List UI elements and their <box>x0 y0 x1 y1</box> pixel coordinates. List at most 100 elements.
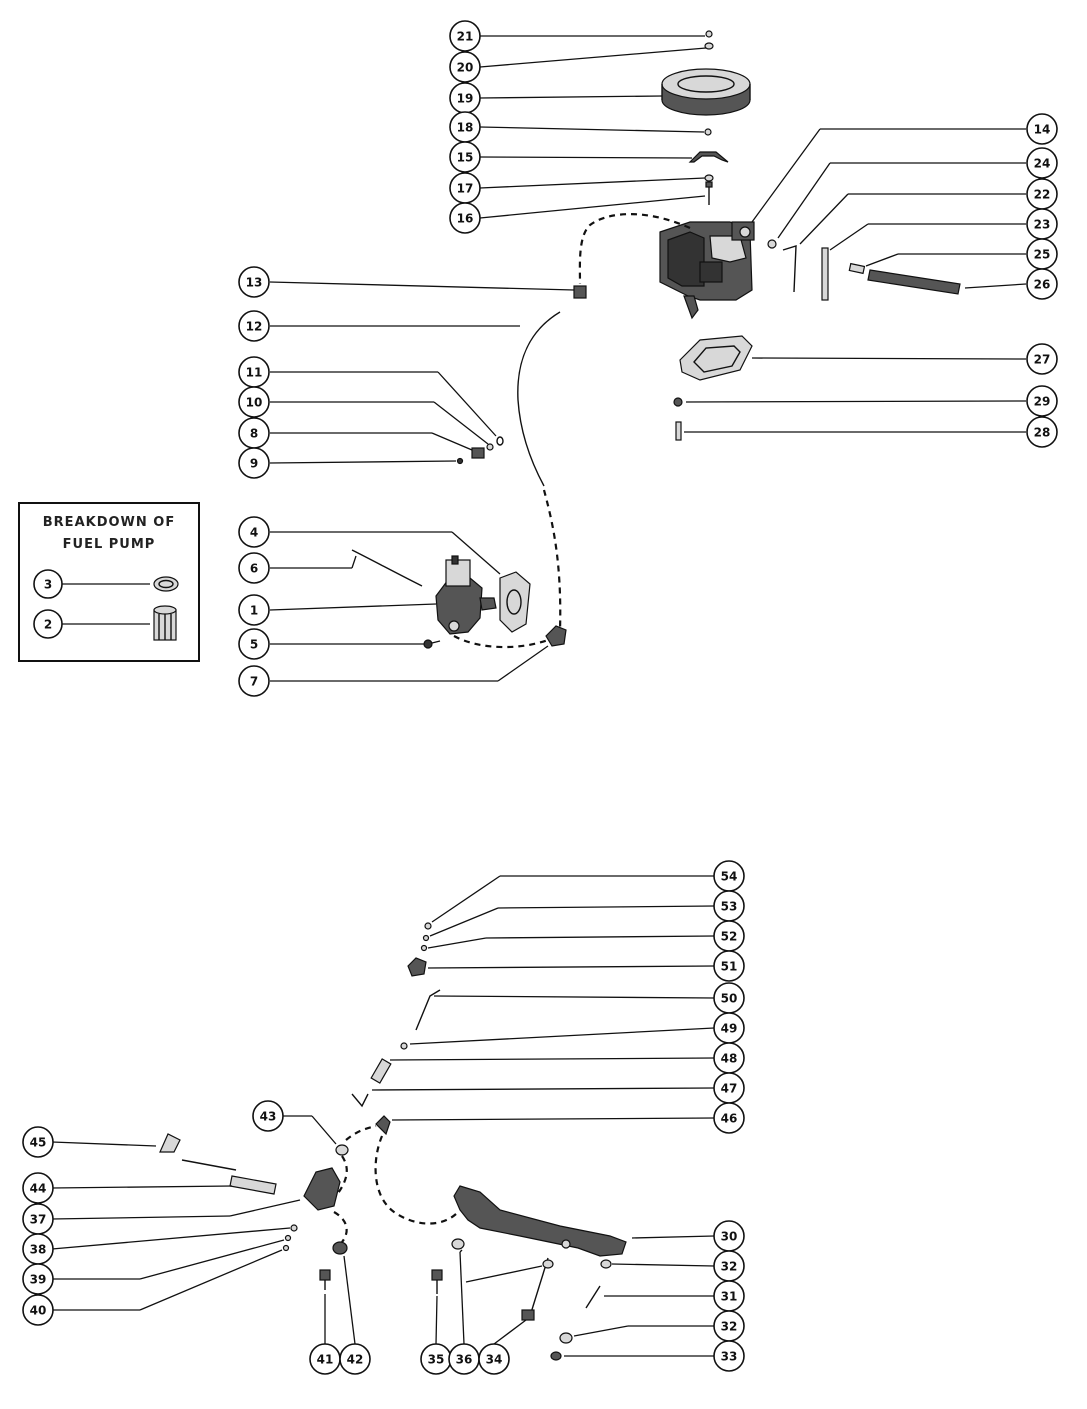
callout-number: 47 <box>721 1082 738 1096</box>
part-41-screw <box>319 1269 331 1290</box>
callout-number: 40 <box>30 1304 47 1318</box>
callout-number: 32 <box>721 1260 738 1274</box>
callout-c4: 4 <box>238 516 270 548</box>
callout-number: 22 <box>1034 188 1051 202</box>
callout-number: 46 <box>721 1112 738 1126</box>
callout-c10: 10 <box>238 386 270 418</box>
carburetor-assembly-parts <box>351 30 961 649</box>
callout-c34: 34 <box>478 1343 510 1375</box>
route-washer-to-lever <box>345 1124 377 1141</box>
callout-c31: 31 <box>713 1280 745 1312</box>
callout-c54: 54 <box>713 860 745 892</box>
callout-number: 6 <box>250 562 258 576</box>
callout-c36: 36 <box>448 1343 480 1375</box>
callout-c16: 16 <box>449 202 481 234</box>
callout-c39: 39 <box>22 1263 54 1295</box>
callout-number: 39 <box>30 1273 47 1287</box>
callout-number: 18 <box>457 121 474 135</box>
part-2-filter <box>153 605 177 641</box>
callout-number: 4 <box>250 526 258 540</box>
part-35-screw <box>431 1269 443 1294</box>
callout-c47: 47 <box>713 1072 745 1104</box>
route-swivel-to-arm <box>374 1135 457 1225</box>
callout-c15: 15 <box>449 141 481 173</box>
callout-number: 1 <box>250 604 258 618</box>
callout-number: 24 <box>1034 157 1051 171</box>
callout-c11: 11 <box>238 356 270 388</box>
callout-circle <box>238 386 270 418</box>
callout-number: 53 <box>721 900 738 914</box>
route-line-to-elbow <box>542 489 562 631</box>
callout-circle <box>22 1126 54 1158</box>
callout-c22: 22 <box>1026 178 1058 210</box>
callout-number: 37 <box>30 1213 47 1227</box>
callout-c46: 46 <box>713 1102 745 1134</box>
part-32-washer <box>600 1259 612 1269</box>
callout-c44: 44 <box>22 1172 54 1204</box>
callout-circle <box>449 51 481 83</box>
part-47-link <box>351 1093 369 1108</box>
callout-circle <box>238 447 270 479</box>
callout-c33: 33 <box>713 1340 745 1372</box>
part-23-pin <box>821 247 829 301</box>
callout-circle <box>252 1100 284 1132</box>
callout-c2: 2 <box>33 609 63 639</box>
callout-circle <box>33 569 63 599</box>
part-28-stud <box>675 421 682 441</box>
callout-c12: 12 <box>238 310 270 342</box>
part-45-clip <box>159 1133 181 1153</box>
part-11-o-ring <box>496 436 504 446</box>
callout-c52: 52 <box>713 920 745 952</box>
callout-c41: 41 <box>309 1343 341 1375</box>
callout-circle <box>713 1340 745 1372</box>
callout-c37: 37 <box>22 1203 54 1235</box>
callout-c19: 19 <box>449 82 481 114</box>
route-lever-to-washer <box>335 1155 348 1197</box>
callout-c27: 27 <box>1026 343 1058 375</box>
part-24-plug <box>767 239 777 249</box>
callout-number: 21 <box>457 30 474 44</box>
callout-c35: 35 <box>420 1343 452 1375</box>
callout-number: 36 <box>456 1353 473 1367</box>
callout-number: 11 <box>246 366 263 380</box>
callout-c53: 53 <box>713 890 745 922</box>
part-38-washer <box>290 1224 298 1232</box>
callout-c29: 29 <box>1026 385 1058 417</box>
callout-c18: 18 <box>449 111 481 143</box>
part-48-sleeve <box>370 1058 392 1084</box>
part-1-fuel-pump <box>435 555 497 635</box>
part-33-nut <box>550 1351 562 1361</box>
part-31-stud <box>585 1285 601 1309</box>
lower-assembly-routes <box>333 1124 457 1243</box>
callout-number: 38 <box>30 1243 47 1257</box>
part-21-nut <box>705 30 713 38</box>
part-51-swivel <box>407 957 427 977</box>
callout-c6: 6 <box>238 552 270 584</box>
callout-c14: 14 <box>1026 113 1058 145</box>
part-27-gasket <box>679 335 753 381</box>
callout-number: 8 <box>250 427 258 441</box>
part-40-washer <box>282 1244 290 1252</box>
part-30-throttle-arm <box>453 1185 627 1257</box>
part-54-nut <box>424 922 432 930</box>
callout-circle <box>1026 416 1058 448</box>
callout-number: 32 <box>721 1320 738 1334</box>
part-46-swivel <box>375 1115 391 1136</box>
callout-number: 44 <box>30 1182 47 1196</box>
callout-c8: 8 <box>238 417 270 449</box>
part-42-bushing <box>332 1241 348 1255</box>
callout-number: 2 <box>44 618 52 632</box>
part-32-washer-2 <box>559 1332 573 1344</box>
callout-c3: 3 <box>33 569 63 599</box>
part-6-fuel-line <box>351 549 423 587</box>
callout-c9: 9 <box>238 447 270 479</box>
callout-number: 16 <box>457 212 474 226</box>
part-18-nut <box>704 128 712 136</box>
callout-number: 43 <box>260 1110 277 1124</box>
callout-circle <box>1026 113 1058 145</box>
callout-circle <box>449 202 481 234</box>
callout-c38: 38 <box>22 1233 54 1265</box>
part-22-link-rod <box>782 245 797 293</box>
callout-c32b: 32 <box>713 1310 745 1342</box>
